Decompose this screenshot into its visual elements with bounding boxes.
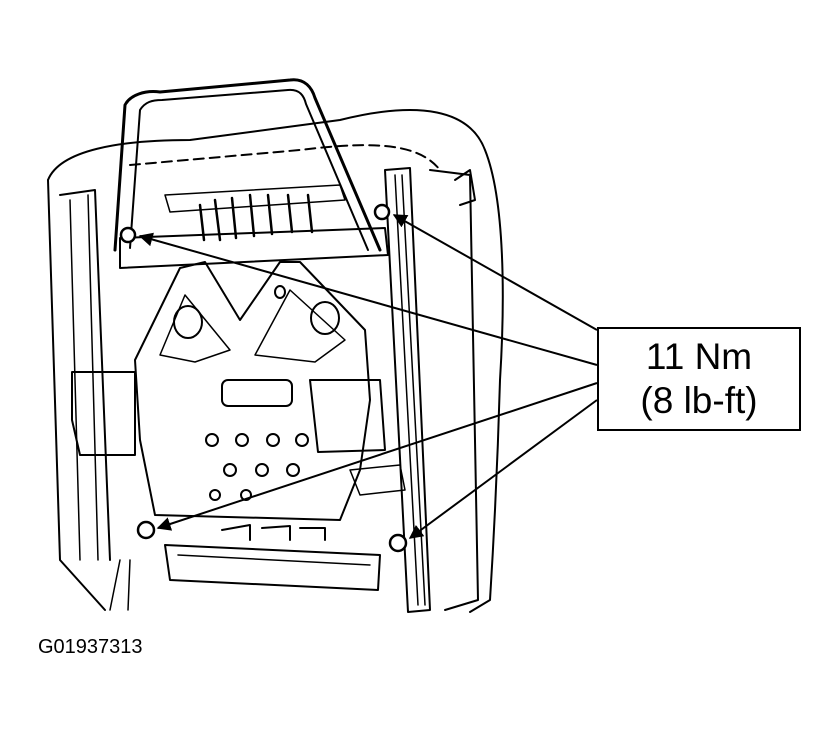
leader-arrow-upper-right: [392, 214, 598, 331]
plate-slot: [221, 379, 293, 407]
left-bracket: [71, 371, 136, 456]
cushion-edge-dashed: [129, 144, 441, 171]
fastener-lower-right: [388, 533, 408, 553]
seat-back-outline: [47, 109, 504, 613]
headrest-bar: [113, 78, 382, 252]
fastener-lower-left: [136, 520, 156, 540]
lower-crossbar: [164, 544, 381, 591]
right-bracket: [309, 379, 386, 453]
torque-imperial: (8 lb-ft): [640, 380, 758, 421]
fastener-upper-right: [373, 203, 391, 221]
torque-metric: 11 Nm: [645, 336, 753, 377]
leader-arrow-lower-left: [156, 382, 598, 531]
leader-arrow-upper-left: [138, 232, 598, 366]
leader-arrow-lower-right: [408, 399, 598, 539]
left-side-panel: [47, 179, 111, 611]
upper-crossbar: [119, 227, 389, 269]
seat-back-plate: [134, 261, 371, 521]
torque-callout: 11 Nm (8 lb-ft): [597, 327, 801, 431]
figure-id: G01937313: [38, 636, 143, 658]
fastener-upper-left: [119, 226, 137, 244]
